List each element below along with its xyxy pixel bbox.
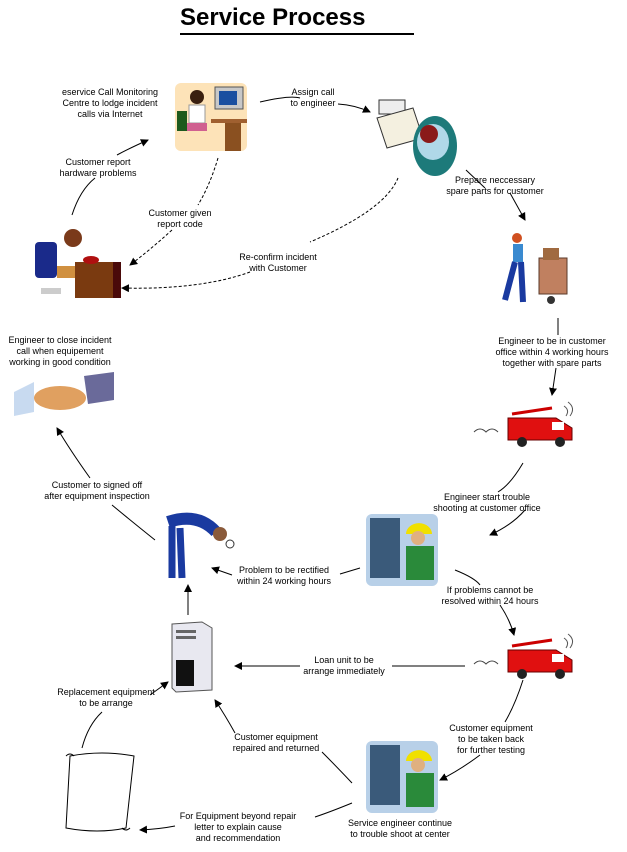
label-line: together with spare parts [502,358,602,368]
service-truck-icon [473,401,574,447]
handshake-icon [14,372,114,416]
service-engineer-at-center-icon [366,741,438,813]
label-line: resolved within 24 hours [441,596,539,606]
label-line: hardware problems [59,168,137,178]
arrow-replacement [81,682,168,749]
engineer-troubleshooting-icon [366,514,438,586]
arrow-unresolved [454,569,514,635]
label-line: Prepare neccessary [454,175,536,185]
arrow-takeback [440,679,524,780]
label-line: Engineer to close incident [8,335,112,345]
label-line: letter to explain cause [194,822,282,832]
label-line: within 24 working hours [236,576,332,586]
arrow-returned [215,700,353,784]
loan-server-unit-icon [171,621,213,693]
label-line: to be arrange [79,698,133,708]
title-underline [180,33,414,35]
arrow-onsite [552,318,558,395]
engineer-inspecting-icon [166,512,235,579]
label-line: for further testing [456,745,526,755]
label-line: office within 4 working hours [495,347,609,357]
label-line: Problem to be rectified [238,565,330,575]
label-line: to engineer [290,98,336,108]
label-line: and recommendation [195,833,281,843]
arrow-rectify [212,568,361,575]
arrow-beyond [140,802,353,830]
label-line: shooting at customer office [433,503,541,513]
label-line: with Customer [249,263,307,273]
engineer-at-desk-icon [376,99,457,176]
label-line: call when equipement [16,346,104,356]
arrow-prepare [465,169,525,220]
label-line: Engineer start trouble [443,492,531,502]
arrow-signoff [57,428,156,541]
customer-on-phone-icon [35,229,121,298]
label-line: Customer equipment [234,732,318,742]
label-line: Service engineer continue [347,818,453,828]
label-line: Assign call [291,87,335,97]
call-centre-operator-icon [175,83,247,151]
label-line: If problems cannot be [446,585,534,595]
arrow-report [71,140,148,216]
label-line: arrange immediately [303,666,385,676]
label-line: Customer to signed off [51,480,143,490]
label-line: spare parts for customer [446,186,544,196]
label-line: Replacement equipment [57,687,155,697]
label-line: Customer given [148,208,212,218]
engineer-with-hand-truck-icon [502,233,568,304]
arrow-assign [259,96,370,112]
label-line: Centre to lodge incident [62,98,158,108]
label-line: after equipment inspection [44,491,150,501]
label-line: calls via Internet [77,109,143,119]
label-line: Loan unit to be [314,655,374,665]
arrow-code [130,157,219,265]
label-line: For Equipment beyond repair [179,811,297,821]
page-title: Service Process [180,4,366,31]
label-line: working in good condition [9,357,111,367]
label-line: report code [157,219,203,229]
label-line: Customer report [65,157,131,167]
label-line: to be taken back [457,734,525,744]
service-truck-icon-2 [473,633,574,679]
label-line: eservice Call Monitoring [61,87,159,97]
label-line: Re-confirm incident [239,252,317,262]
arrow-reconfirm [122,177,399,288]
label-line: to trouble shoot at center [350,829,450,839]
arrow-troubleshoot [490,462,526,535]
letter-scroll-icon [65,752,135,832]
label-line: Customer equipment [449,723,533,733]
label-line: repaired and returned [232,743,320,753]
label-line: Engineer to be in customer [498,336,606,346]
